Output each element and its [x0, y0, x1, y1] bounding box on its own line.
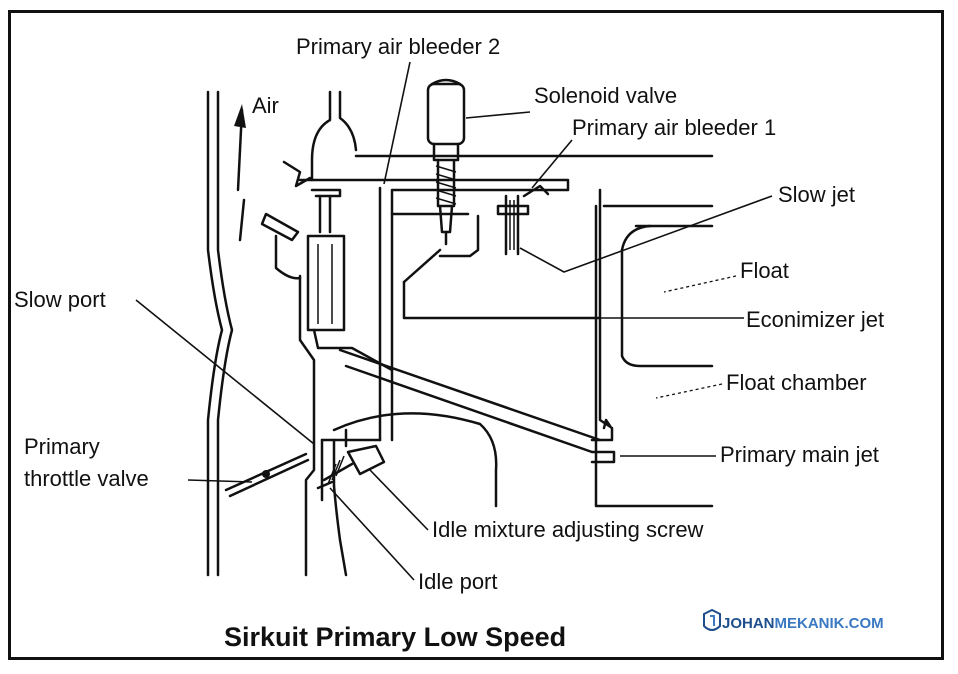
- label-idle-mixture-adjusting-screw: Idle mixture adjusting screw: [432, 517, 704, 542]
- leader-slow-port: [135, 299, 315, 445]
- carburetor-body: [298, 154, 714, 577]
- leader-primary-air-bleeder-2: [383, 61, 411, 185]
- label-econimizer-jet: Econimizer jet: [746, 307, 884, 332]
- throttle-valve-component: [224, 452, 310, 498]
- leader-solenoid-valve: [465, 111, 531, 119]
- label-air: Air: [252, 93, 279, 118]
- leader-idle-mixture-screw: [369, 469, 429, 531]
- label-float: Float: [740, 258, 789, 283]
- leader-float-chamber: [655, 383, 723, 399]
- leader-primary-air-bleeder-1: [531, 139, 573, 189]
- leader-float: [663, 275, 737, 293]
- leader-slow-jet: [519, 195, 773, 273]
- label-primary-air-bleeder-2: Primary air bleeder 2: [296, 34, 500, 59]
- label-idle-port: Idle port: [418, 569, 498, 594]
- leader-idle-port: [329, 487, 415, 581]
- watermark-logo: JOHANMEKANIK.COM: [703, 608, 884, 632]
- label-slow-port: Slow port: [14, 287, 106, 312]
- diagram-frame: [8, 10, 944, 660]
- label-solenoid-valve: Solenoid valve: [534, 83, 677, 108]
- solenoid-valve-component: [426, 78, 466, 246]
- choke-valve: [260, 160, 312, 280]
- johanmekanik-logo-icon: [703, 608, 721, 631]
- diagram-title: Sirkuit Primary Low Speed: [224, 622, 566, 652]
- idle-mixture-screw-component: [316, 444, 386, 490]
- label-primary-air-bleeder-1: Primary air bleeder 1: [572, 115, 776, 140]
- leader-throttle-valve: [187, 479, 253, 483]
- watermark-part2: MEKANIK.COM: [775, 615, 884, 632]
- label-primary-main-jet: Primary main jet: [720, 442, 879, 467]
- primary-barrel: [206, 90, 358, 577]
- svg-text:JOHANMEKANIK.COM: JOHANMEKANIK.COM: [722, 615, 884, 632]
- label-slow-jet: Slow jet: [778, 182, 855, 207]
- label-float-chamber: Float chamber: [726, 370, 867, 395]
- label-primary-throttle-valve-line2: throttle valve: [24, 466, 149, 491]
- watermark-part1: JOHAN: [722, 615, 775, 632]
- label-primary-throttle-valve-line1: Primary: [24, 434, 100, 459]
- air-arrow-icon: [234, 104, 246, 242]
